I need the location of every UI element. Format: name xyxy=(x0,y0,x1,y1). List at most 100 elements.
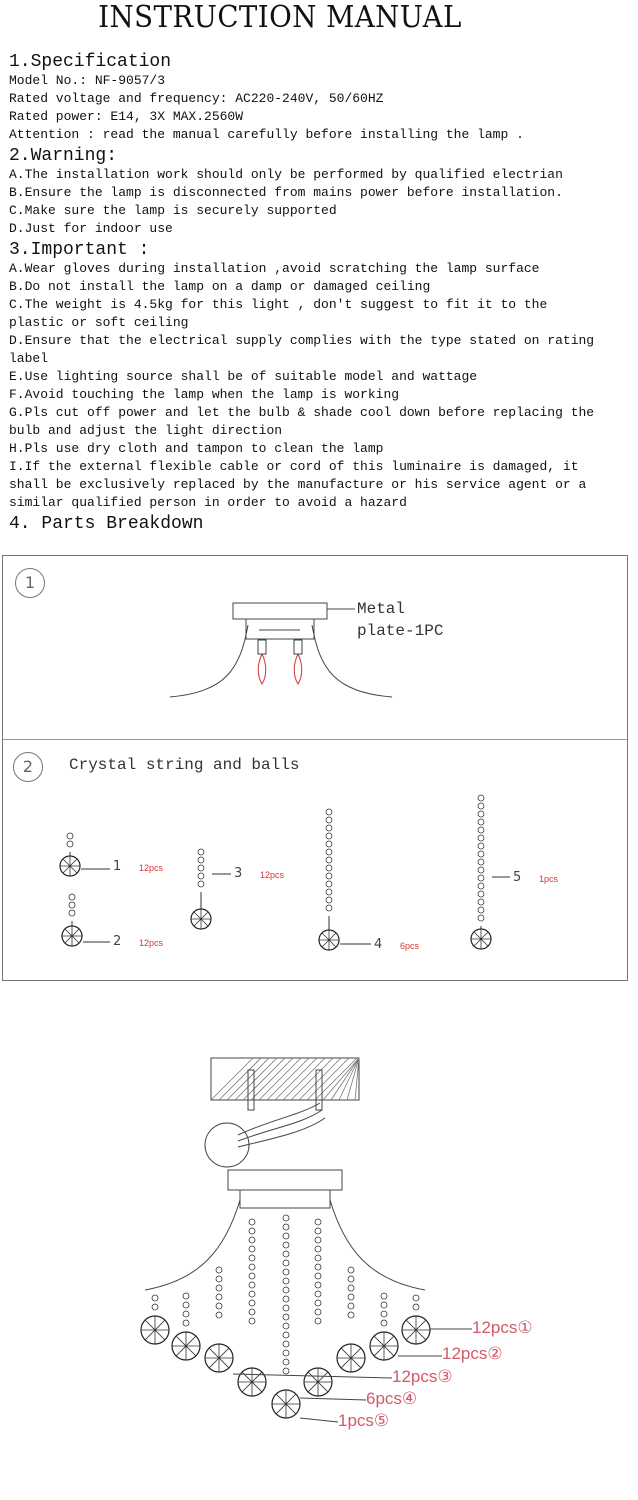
part1-label-line2: plate-1PC xyxy=(357,622,444,640)
spec-line: Attention : read the manual carefully be… xyxy=(9,127,524,142)
chain-bead xyxy=(477,850,485,858)
chain-bead xyxy=(182,1292,190,1300)
string4-number: 4 xyxy=(374,937,383,952)
important-line: shall be exclusively replaced by the man… xyxy=(9,477,587,492)
part1-label-line1: Metal xyxy=(357,600,406,618)
string2-count: 12pcs xyxy=(139,938,164,948)
chain-bead xyxy=(477,842,485,850)
callout-3: 12pcs③ xyxy=(392,1367,453,1387)
important-line: G.Pls cut off power and let the bulb & s… xyxy=(9,405,595,420)
hatch-line xyxy=(338,1057,360,1101)
chain-bead xyxy=(347,1266,355,1274)
ball-facets xyxy=(60,856,80,876)
important-line: I.If the external flexible cable or cord… xyxy=(9,459,579,474)
chain-bead xyxy=(477,818,485,826)
callout-5-num: ⑤ xyxy=(373,1411,390,1430)
hatch-line xyxy=(266,1057,310,1101)
chain-bead xyxy=(282,1214,290,1222)
chain-bead xyxy=(215,1302,223,1310)
chain-bead xyxy=(248,1290,256,1298)
hatch-line xyxy=(306,1057,350,1101)
important-line: plastic or soft ceiling xyxy=(9,315,189,330)
hatch-line xyxy=(346,1057,360,1101)
chain-bead xyxy=(325,856,333,864)
hatch-line xyxy=(218,1057,262,1101)
chain-bead xyxy=(477,858,485,866)
chain-bead xyxy=(325,872,333,880)
callout-leader xyxy=(299,1397,367,1401)
chain-bead xyxy=(197,848,205,856)
chain-bead xyxy=(282,1232,290,1240)
ball-facets xyxy=(62,926,82,946)
chain-bead xyxy=(248,1245,256,1253)
chain-bead xyxy=(197,864,205,872)
warning-line: D.Just for indoor use xyxy=(9,221,173,236)
important-line: F.Avoid touching the lamp when the lamp … xyxy=(9,387,400,402)
chain-bead xyxy=(380,1310,388,1318)
callout-2-num: ② xyxy=(487,1344,503,1363)
chain-bead xyxy=(347,1311,355,1319)
callout-leader xyxy=(232,1373,393,1379)
part2-number: 2 xyxy=(13,752,43,782)
parts-breakdown-box: 1 Metal plate-1PC 2 Crystal string and b… xyxy=(2,555,628,981)
chain-bead xyxy=(248,1254,256,1262)
chain-bead xyxy=(325,816,333,824)
chain-bead xyxy=(477,906,485,914)
left-arm xyxy=(169,624,249,698)
chain-bead xyxy=(282,1322,290,1330)
hatch-line xyxy=(290,1057,334,1101)
bolt-right xyxy=(315,1069,323,1111)
important-line: D.Ensure that the electrical supply comp… xyxy=(9,333,595,348)
ball-facets xyxy=(337,1344,365,1372)
chain-bead xyxy=(325,888,333,896)
chain-bead xyxy=(248,1317,256,1325)
chain-bead xyxy=(282,1304,290,1312)
chain-bead xyxy=(248,1272,256,1280)
string3-count: 12pcs xyxy=(260,870,285,880)
hatch-line xyxy=(330,1057,360,1101)
string4-count: 6pcs xyxy=(400,941,420,951)
chain-bead xyxy=(282,1241,290,1249)
chain-bead xyxy=(151,1303,159,1311)
callout-3-num: ③ xyxy=(437,1367,453,1386)
chain-bead xyxy=(282,1295,290,1303)
chain-bead xyxy=(477,810,485,818)
chain-bead xyxy=(248,1236,256,1244)
hatch-line xyxy=(274,1057,318,1101)
chain-bead xyxy=(248,1263,256,1271)
chain-bead xyxy=(314,1317,322,1325)
chain-bead xyxy=(314,1227,322,1235)
chain-bead xyxy=(325,840,333,848)
chain-bead xyxy=(282,1286,290,1294)
string5-count: 1pcs xyxy=(539,874,559,884)
hatch-line xyxy=(234,1057,278,1101)
chain-bead xyxy=(314,1218,322,1226)
important-line: label xyxy=(9,351,49,366)
hatch-line xyxy=(322,1057,360,1101)
chain-bead xyxy=(314,1245,322,1253)
callout-1: 12pcs① xyxy=(472,1318,533,1338)
string1-number: 1 xyxy=(113,859,122,874)
chain-bead xyxy=(325,832,333,840)
chain-bead xyxy=(282,1313,290,1321)
ball-facets xyxy=(205,1344,233,1372)
chain-bead xyxy=(182,1319,190,1327)
ball-facets xyxy=(319,930,339,950)
callout-2: 12pcs② xyxy=(442,1344,503,1364)
chain-bead xyxy=(68,901,76,909)
chain-bead xyxy=(477,914,485,922)
chain-bead xyxy=(477,898,485,906)
right-arm xyxy=(311,624,393,698)
part2-label: Crystal string and balls xyxy=(69,756,300,774)
part1-number: 1 xyxy=(15,568,45,598)
important-line: H.Pls use dry cloth and tampon to clean … xyxy=(9,441,384,456)
ball-facets xyxy=(471,929,491,949)
crystal-strings-drawing xyxy=(59,794,510,951)
chain-bead xyxy=(248,1227,256,1235)
chain-bead xyxy=(380,1319,388,1327)
chain-bead xyxy=(197,856,205,864)
important-line: A.Wear gloves during installation ,avoid… xyxy=(9,261,540,276)
terminal-block xyxy=(204,1122,250,1168)
hatch-line xyxy=(258,1057,302,1101)
manual-text: 1.Specification Model No.: NF-9057/3 Rat… xyxy=(9,50,629,534)
